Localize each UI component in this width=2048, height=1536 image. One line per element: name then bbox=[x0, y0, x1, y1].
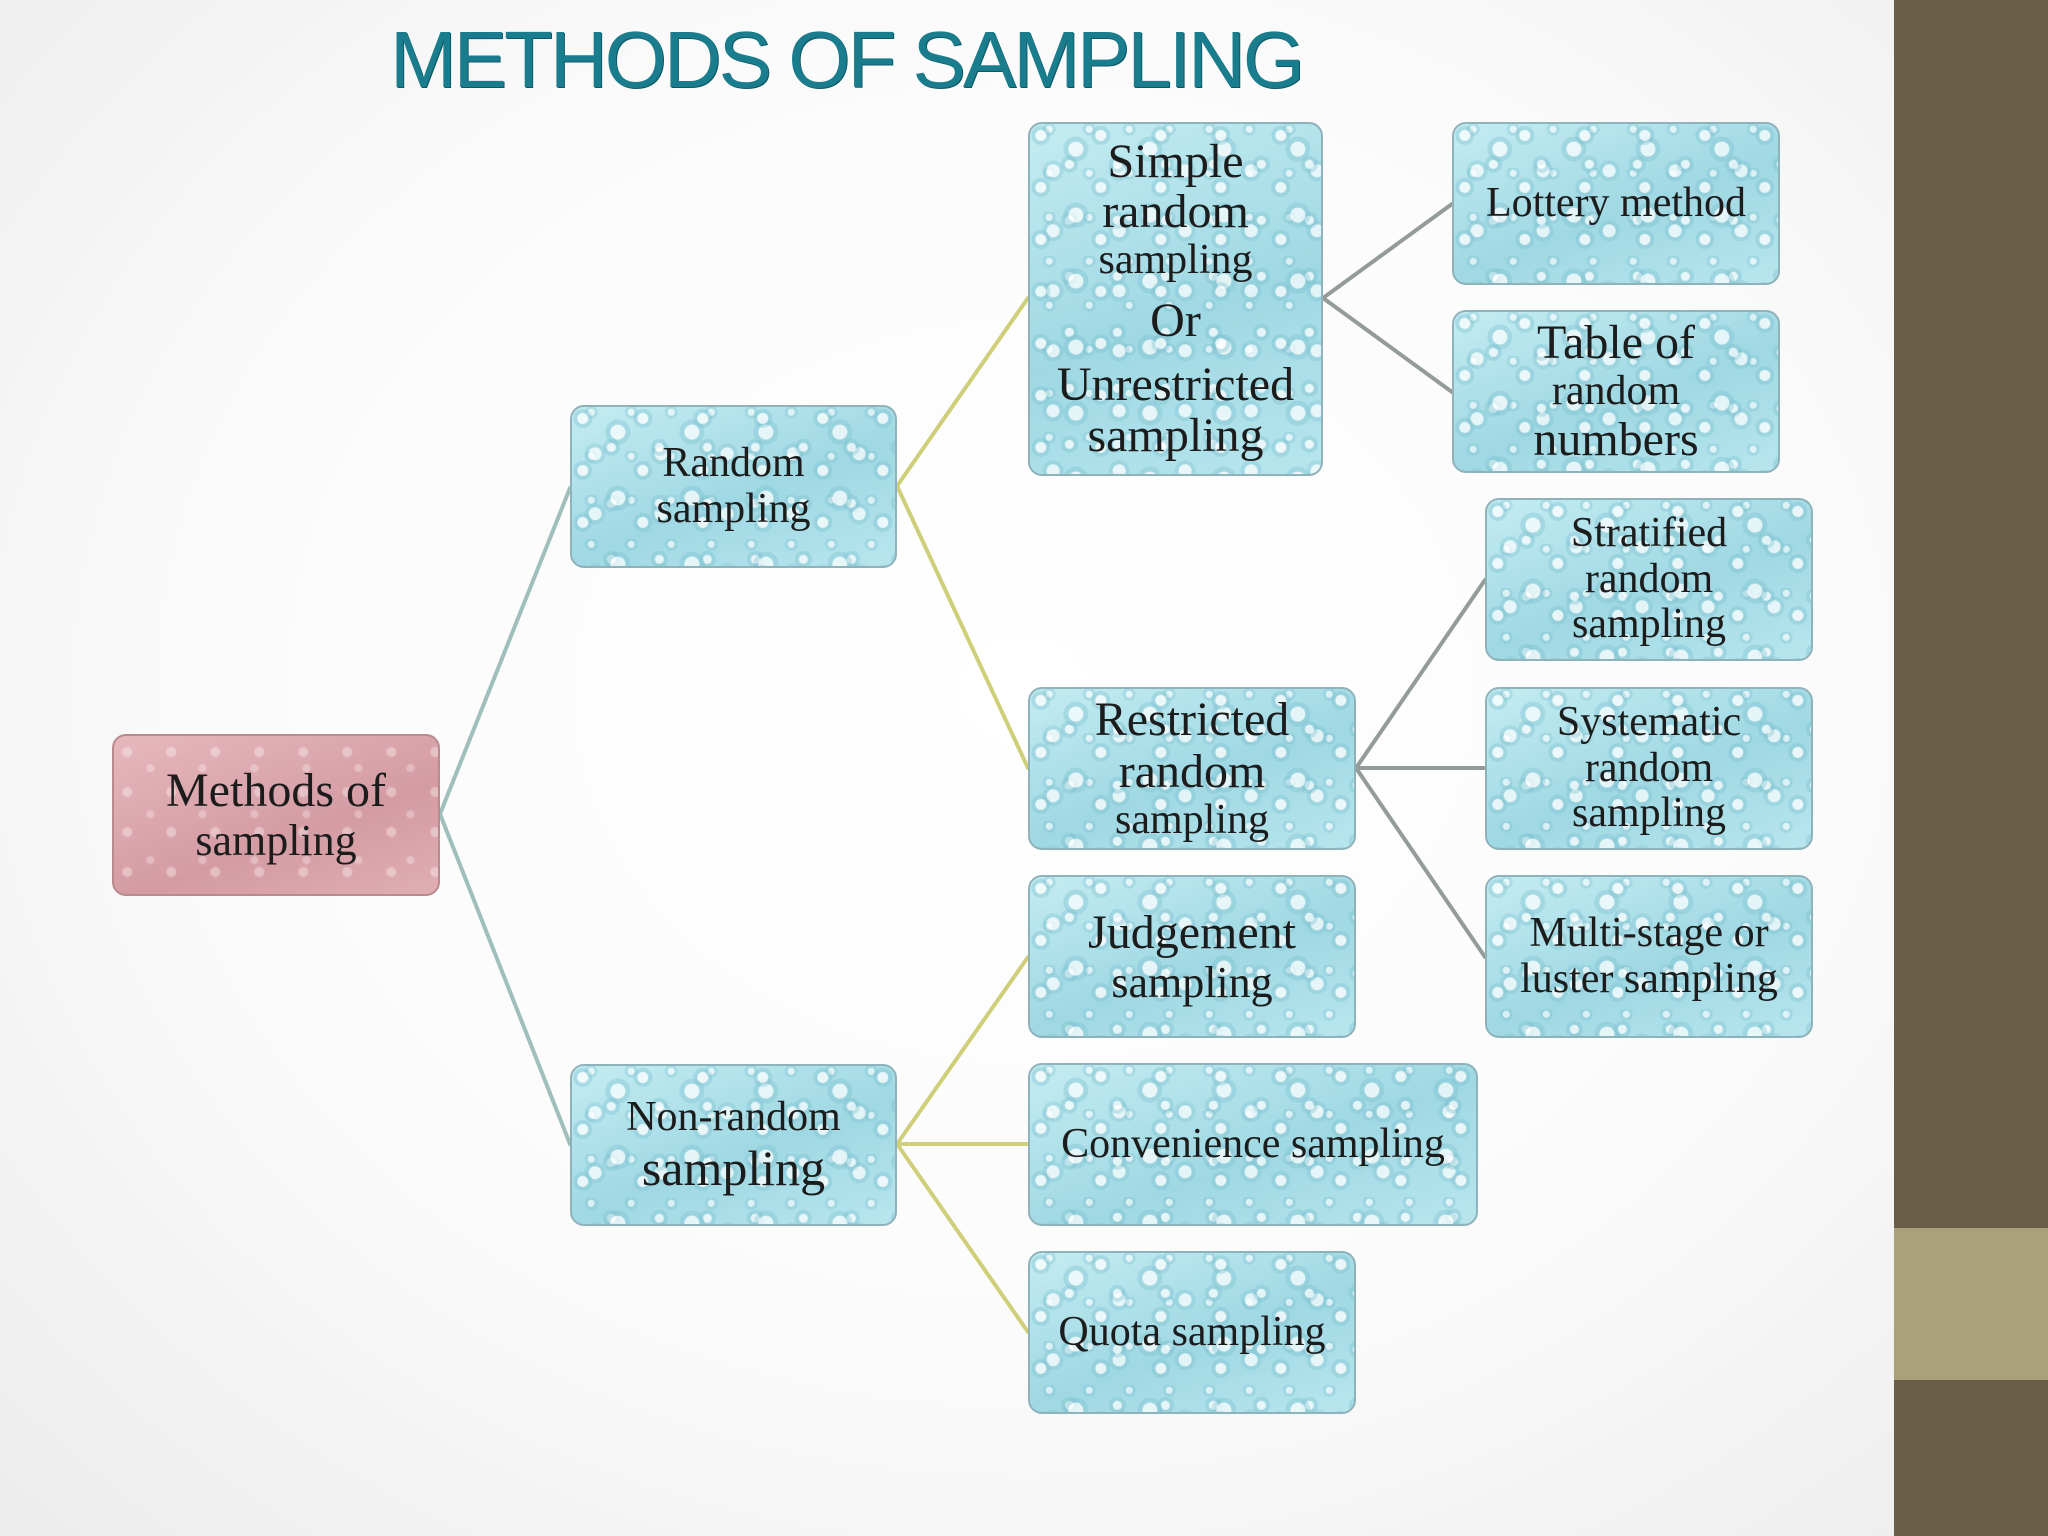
node-text-line: Random bbox=[662, 440, 805, 487]
node-text-line: random bbox=[1584, 555, 1714, 602]
connector-simple-lottery bbox=[1321, 202, 1454, 300]
node-text-line: sampling bbox=[1572, 790, 1726, 837]
node-simple-random-sampling: Simple random sampling Or Unrestricted s… bbox=[1028, 122, 1323, 476]
node-text-line: sampling bbox=[1572, 601, 1726, 648]
node-text-line: sampling bbox=[1087, 408, 1264, 462]
node-text-line: Restricted bbox=[1094, 692, 1290, 746]
node-convenience-sampling: Convenience sampling bbox=[1028, 1063, 1478, 1226]
connector-nonrandom-judgement bbox=[895, 955, 1030, 1146]
node-table-of-random-numbers: Table of random numbers bbox=[1452, 310, 1780, 473]
node-random-sampling: Random sampling bbox=[570, 405, 897, 568]
node-restricted-random-sampling: Restricted random sampling bbox=[1028, 687, 1356, 850]
connector-root-random bbox=[438, 486, 572, 816]
node-text-line: sampling bbox=[1098, 236, 1253, 283]
node-text-line: Table of bbox=[1537, 315, 1695, 369]
node-text-line: Quota sampling bbox=[1058, 1308, 1326, 1355]
node-stratified-random-sampling: Stratified random sampling bbox=[1485, 498, 1813, 661]
node-multi-stage-cluster-sampling: Multi-stage or luster sampling bbox=[1485, 875, 1813, 1038]
connector-nonrandom-quota bbox=[895, 1142, 1030, 1334]
node-text-line: luster sampling bbox=[1520, 955, 1778, 1002]
node-lottery-method: Lottery method bbox=[1452, 122, 1780, 285]
node-text-line: numbers bbox=[1533, 413, 1699, 467]
node-text-line: Non-random bbox=[626, 1094, 841, 1141]
node-text-line: Simple bbox=[1107, 134, 1244, 188]
node-text-line: Unrestricted bbox=[1056, 358, 1295, 412]
node-text-line: Convenience sampling bbox=[1061, 1120, 1445, 1167]
node-text-line: sampling bbox=[1111, 957, 1273, 1007]
node-text-line: Or bbox=[1150, 293, 1201, 347]
node-text-line: random bbox=[1102, 185, 1249, 239]
node-text-line: sampling bbox=[1115, 796, 1269, 843]
node-systematic-random-sampling: Systematic random sampling bbox=[1485, 687, 1813, 850]
node-text-line: sampling bbox=[656, 485, 811, 532]
node-methods-of-sampling: Methods of sampling bbox=[112, 734, 440, 896]
connector-random-restricted bbox=[895, 484, 1030, 770]
connector-restricted-stratified bbox=[1354, 578, 1487, 770]
node-text-line: random bbox=[1584, 744, 1714, 791]
node-text-line: Judgement bbox=[1088, 905, 1296, 959]
node-text-line: sampling bbox=[641, 1139, 826, 1196]
node-quota-sampling: Quota sampling bbox=[1028, 1251, 1356, 1414]
connector-random-simple bbox=[895, 296, 1030, 488]
node-text-line: Multi-stage or bbox=[1529, 910, 1769, 957]
node-text-line: random bbox=[1551, 367, 1681, 414]
connector-simple-table bbox=[1321, 296, 1454, 394]
sidebar-accent-band bbox=[1894, 1228, 2048, 1380]
connector-restricted-multistage bbox=[1354, 766, 1487, 959]
node-text-line: random bbox=[1118, 744, 1266, 798]
node-text-line: Methods of bbox=[166, 764, 386, 818]
node-non-random-sampling: Non-random sampling bbox=[570, 1064, 897, 1226]
slide-title: METHODS OF SAMPLING bbox=[390, 15, 1305, 104]
connector-root-nonrandom bbox=[438, 812, 572, 1146]
node-text-line: Systematic bbox=[1556, 699, 1742, 746]
node-judgement-sampling: Judgement sampling bbox=[1028, 875, 1356, 1038]
node-text-line: Lottery method bbox=[1485, 179, 1747, 226]
node-text-line: sampling bbox=[195, 816, 357, 866]
node-text-line: Stratified bbox=[1570, 510, 1728, 557]
